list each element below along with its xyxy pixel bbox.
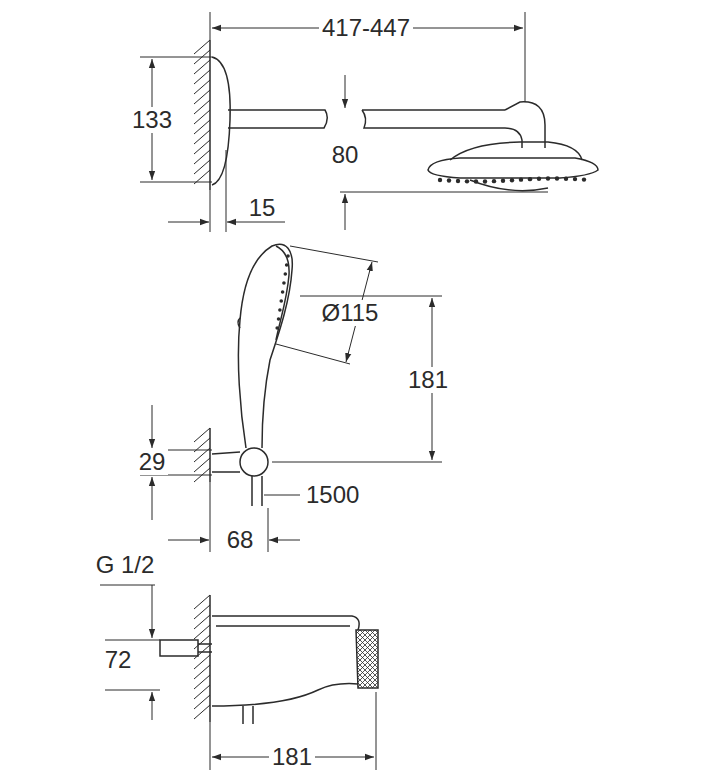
nozzles-stroke bbox=[279, 299, 283, 303]
nozzles-stroke bbox=[465, 179, 469, 183]
outlines-stroke bbox=[212, 57, 230, 185]
dimension-label: 133 bbox=[129, 107, 175, 133]
nozzles-stroke bbox=[438, 178, 442, 182]
nozzles-stroke bbox=[519, 177, 523, 181]
nozzles-stroke bbox=[528, 177, 532, 181]
nozzles-stroke bbox=[285, 263, 289, 267]
dimension-lines-stroke bbox=[345, 194, 346, 230]
dimension-lines-stroke bbox=[210, 12, 211, 40]
dimension-lines-stroke bbox=[525, 12, 526, 102]
wall-hatching bbox=[194, 40, 210, 719]
outlines-stroke bbox=[209, 428, 211, 482]
dimension-lines-stroke bbox=[105, 690, 160, 691]
dimension-label: 15 bbox=[246, 195, 279, 221]
outlines-stroke bbox=[240, 448, 268, 476]
dimension-lines-stroke bbox=[168, 540, 209, 541]
dimension-lines-stroke bbox=[272, 462, 442, 463]
dimension-lines-stroke bbox=[268, 508, 269, 552]
nozzles-stroke bbox=[483, 179, 487, 183]
outlines-stroke bbox=[356, 630, 378, 688]
nozzles-stroke bbox=[474, 179, 478, 183]
nozzles-stroke bbox=[564, 177, 568, 181]
nozzles-stroke bbox=[447, 178, 451, 182]
outlines-stroke bbox=[428, 158, 598, 178]
dimension-lines-stroke bbox=[140, 182, 212, 183]
dimension-label: 181 bbox=[405, 367, 451, 393]
wall-hatching-stroke bbox=[194, 705, 210, 719]
dimension-lines-stroke bbox=[345, 75, 346, 108]
nozzles-stroke bbox=[281, 290, 285, 294]
dimension-lines-stroke bbox=[152, 477, 153, 520]
dimension-label: 181 bbox=[269, 744, 315, 770]
dimension-label: G 1/2 bbox=[93, 552, 158, 578]
dimension-lines-stroke bbox=[227, 222, 285, 223]
outlines-stroke bbox=[209, 40, 211, 190]
dimension-lines-stroke bbox=[300, 296, 442, 297]
dimension-lines-stroke bbox=[264, 495, 300, 496]
dimension-label: 68 bbox=[224, 527, 257, 553]
dimension-label: 80 bbox=[329, 142, 362, 168]
nozzles-stroke bbox=[278, 308, 282, 312]
outlines-stroke bbox=[276, 246, 289, 340]
outlines-stroke bbox=[362, 110, 505, 128]
dimension-lines-stroke bbox=[276, 344, 350, 364]
nozzles-stroke bbox=[275, 326, 279, 330]
nozzles-stroke bbox=[573, 177, 577, 181]
outlines-stroke bbox=[212, 452, 240, 472]
dimension-lines-stroke bbox=[226, 150, 227, 232]
nozzles-stroke bbox=[555, 176, 559, 180]
nozzles-stroke bbox=[546, 176, 550, 180]
outlines-stroke bbox=[470, 180, 548, 191]
dimension-lines-stroke bbox=[152, 692, 153, 720]
dimension-lines-stroke bbox=[210, 190, 211, 232]
dimension-lines-stroke bbox=[168, 222, 209, 223]
dimension-label: 417-447 bbox=[319, 15, 413, 41]
dimension-lines-stroke bbox=[140, 57, 212, 58]
nozzles-stroke bbox=[492, 179, 496, 183]
dimension-label: 29 bbox=[136, 449, 169, 475]
nozzles-stroke bbox=[501, 179, 505, 183]
dimension-lines-stroke bbox=[152, 405, 153, 448]
outlines-stroke bbox=[238, 318, 240, 328]
nozzles-stroke bbox=[510, 178, 514, 182]
nozzles-stroke bbox=[284, 272, 288, 276]
outlines-stroke bbox=[198, 644, 212, 652]
dimension-lines-stroke bbox=[210, 722, 211, 770]
nozzles-stroke bbox=[286, 254, 290, 258]
nozzles-stroke bbox=[282, 281, 286, 285]
dimension-lines-stroke bbox=[376, 692, 377, 770]
dimension-lines-stroke bbox=[290, 246, 378, 262]
dimension-lines bbox=[100, 12, 548, 770]
nozzles-stroke bbox=[456, 179, 460, 183]
outlines-stroke bbox=[216, 625, 350, 627]
outlines-stroke bbox=[212, 616, 359, 706]
outlines-stroke bbox=[243, 706, 253, 724]
dimension-label: Ø115 bbox=[319, 300, 382, 326]
dimension-lines-stroke bbox=[105, 640, 160, 641]
outlines-stroke bbox=[160, 640, 198, 656]
outlines-stroke bbox=[252, 476, 262, 506]
nozzles-stroke bbox=[582, 177, 586, 181]
outlines bbox=[160, 40, 598, 724]
dimension-lines-stroke bbox=[100, 585, 155, 586]
outlines-stroke bbox=[209, 595, 211, 722]
dimension-label: 72 bbox=[102, 647, 135, 673]
nozzles-stroke bbox=[537, 177, 541, 181]
outlines-stroke bbox=[505, 102, 545, 148]
outlines-stroke bbox=[228, 110, 327, 128]
dimension-lines-stroke bbox=[152, 585, 153, 638]
nozzles bbox=[275, 176, 586, 329]
dimension-lines-stroke bbox=[269, 540, 300, 541]
dimension-lines-stroke bbox=[210, 482, 211, 552]
nozzles-stroke bbox=[277, 317, 281, 321]
dimension-lines-stroke bbox=[340, 192, 548, 193]
dimension-label: 1500 bbox=[303, 482, 362, 508]
